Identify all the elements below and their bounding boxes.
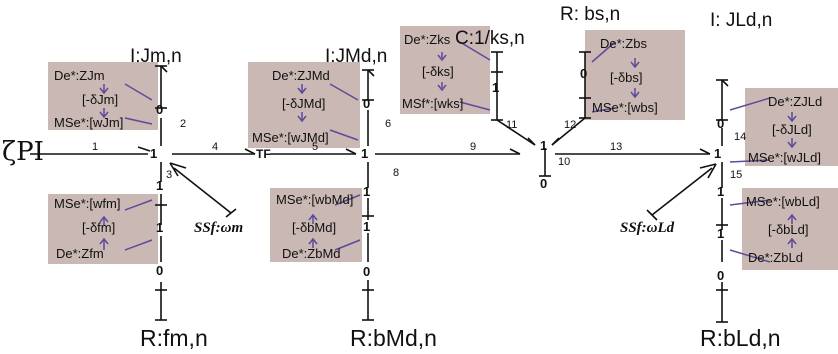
bond-11: 11 bbox=[506, 119, 517, 131]
bond-2: 2 bbox=[180, 118, 186, 130]
box-ks-line1: De*:Zks bbox=[404, 32, 451, 47]
bond-14: 14 bbox=[734, 131, 746, 143]
box-bld-line1: MSe*:[wbLd] bbox=[746, 194, 820, 209]
junction-0-col1-top: 0 bbox=[156, 102, 163, 117]
box-bs bbox=[585, 30, 685, 120]
box-bmd-line3: De*:ZbMd bbox=[282, 246, 341, 261]
junction-1-col2: 1 bbox=[361, 146, 368, 161]
box-fm bbox=[48, 194, 158, 264]
junction-0-right-bottom: 0 bbox=[717, 268, 724, 283]
box-bs-line1: De*:Zbs bbox=[600, 36, 647, 51]
junction-1-col2-mid: 1 bbox=[363, 219, 370, 234]
box-arrows bbox=[99, 41, 797, 263]
box-jm-line3: MSe*:[wJm] bbox=[54, 115, 123, 130]
box-jld-line2: [-δJLd] bbox=[772, 122, 812, 137]
bond-9: 9 bbox=[470, 141, 476, 153]
junction-1-right-mid: 1 bbox=[717, 226, 724, 241]
bond-1: 1 bbox=[92, 141, 98, 153]
label-r-fm: R:fm,n bbox=[140, 325, 208, 351]
bond-4: 4 bbox=[212, 141, 218, 153]
label-r-bld: R:bLd,n bbox=[700, 325, 781, 351]
label-i-jm: I:Jm,n bbox=[130, 46, 182, 67]
box-bld-line3: De*:ZbLd bbox=[748, 250, 803, 265]
label-ssf-m: SSf:ωm bbox=[194, 220, 243, 236]
junction-1-col1-low: 1 bbox=[156, 178, 163, 193]
box-jm bbox=[48, 62, 158, 130]
box-ks bbox=[400, 26, 490, 114]
label-i-jld: I: JLd,n bbox=[710, 10, 772, 31]
box-jm-line1: De*:ZJm bbox=[54, 68, 105, 83]
box-jmd-line3: MSe*:[wJMd] bbox=[252, 130, 329, 145]
box-ks-line3: MSf*:[wks] bbox=[402, 96, 463, 111]
junction-0-col2-bottom: 0 bbox=[363, 264, 370, 279]
junction-1-right: 1 bbox=[714, 146, 721, 161]
label-r-bs: R: bs,n bbox=[560, 4, 620, 25]
junction-0-col2-top: 0 bbox=[363, 96, 370, 111]
junction-1-col2-low: 1 bbox=[363, 184, 370, 199]
label-i-jmd: I:JMd,n bbox=[325, 46, 387, 67]
box-ks-line2: [-δks] bbox=[422, 64, 454, 79]
box-jld-line3: MSe*:[wJLd] bbox=[748, 150, 821, 165]
junction-0-center: 0 bbox=[540, 176, 547, 191]
bond-3: 3 bbox=[166, 169, 172, 181]
bond-13: 13 bbox=[610, 141, 622, 153]
label-tf: TF bbox=[256, 147, 271, 161]
junction-0-right-top: 0 bbox=[717, 116, 724, 131]
bond-10: 10 bbox=[558, 156, 570, 168]
bond-5: 5 bbox=[312, 141, 318, 153]
box-jld-line1: De*:ZJLd bbox=[768, 94, 822, 109]
junction-1-col1: 1 bbox=[150, 146, 157, 161]
box-bmd-line1: MSe*:[wbMd] bbox=[276, 192, 353, 207]
junction-1-spring: 1 bbox=[492, 80, 499, 95]
box-fm-line1: MSe*:[wfm] bbox=[54, 196, 120, 211]
bond-12: 12 bbox=[564, 119, 576, 131]
box-fm-line2: [-δfm] bbox=[82, 220, 115, 235]
junction-1-center: 1 bbox=[540, 138, 547, 153]
label-r-bmd: R:bMd,n bbox=[350, 325, 437, 351]
label-c-ks: C:1/ks,n bbox=[455, 28, 525, 49]
box-fm-line3: De*:Zfm bbox=[56, 246, 104, 261]
box-jm-line2: [-δJm] bbox=[82, 92, 118, 107]
bond-6: 6 bbox=[385, 118, 391, 130]
box-bs-line3: MSe*:[wbs] bbox=[592, 100, 658, 115]
junction-0-col1-bottom: 0 bbox=[156, 263, 163, 278]
box-bs-line2: [-δbs] bbox=[610, 70, 643, 85]
box-jmd-line1: De*:ZJMd bbox=[272, 68, 330, 83]
label-zeta: ζPI bbox=[2, 137, 44, 167]
junction-1-right-low: 1 bbox=[717, 184, 724, 199]
box-jmd-line2: [-δJMd] bbox=[282, 96, 325, 111]
box-bld-line2: [-δbLd] bbox=[768, 222, 808, 237]
box-bmd-line2: [-δbMd] bbox=[292, 220, 336, 235]
bond-8: 8 bbox=[393, 167, 399, 179]
junction-0-damper: 0 bbox=[580, 66, 587, 81]
junction-1-col1-mid: 1 bbox=[156, 220, 163, 235]
label-ssf-ld: SSf:ωLd bbox=[620, 220, 675, 236]
bond-15: 15 bbox=[730, 169, 742, 181]
